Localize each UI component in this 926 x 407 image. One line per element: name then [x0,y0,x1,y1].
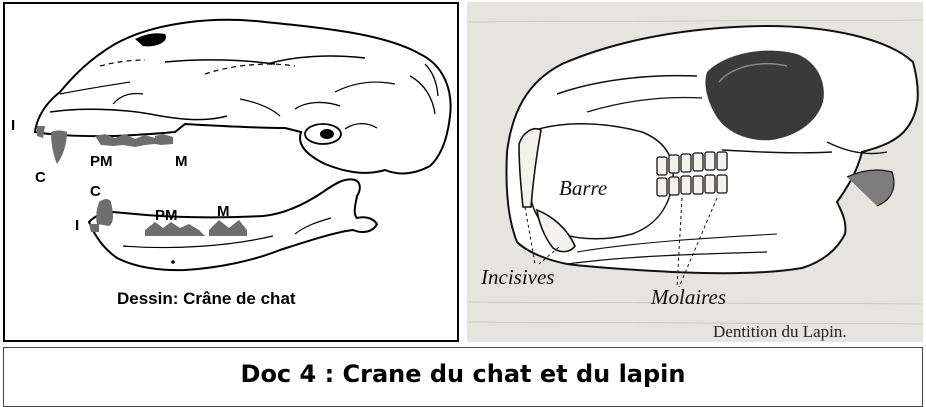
cat-label-upper-molar: M [175,153,188,170]
cat-upper-incisor [37,126,45,138]
cat-lower-canine [96,199,113,226]
cat-upper-molar [155,134,173,145]
rabbit-label-molars: Molaires [650,285,726,309]
cat-drawing-title: Dessin: Crâne de chat [117,289,296,308]
rabbit-label-incisors: Incisives [480,265,554,289]
caption-box: Doc 4 : Crane du chat et du lapin [3,347,923,407]
cat-label-lower-incisor: I [75,217,79,234]
cat-skull-panel: I C PM M C I PM M Dessin: Crâne de chat [3,2,459,342]
cat-label-upper-premolar: PM [90,153,113,170]
cat-upper-premolars [95,134,155,147]
rabbit-label-gap: Barre [559,176,607,200]
cat-label-lower-molar: M [217,203,230,220]
cat-label-upper-incisor: I [11,117,15,134]
cat-upper-canine [51,131,67,165]
cat-lower-incisor [89,224,99,232]
rabbit-skull-panel: Barre Incisives Molaires Dentition du La… [467,2,923,342]
cat-skull-drawing: I C PM M C I PM M Dessin: Crâne de chat [5,4,457,340]
rabbit-skull-engraving: Barre Incisives Molaires Dentition du La… [467,2,923,342]
cat-label-upper-canine: C [35,169,46,186]
rabbit-drawing-title: Dentition du Lapin. [713,322,847,341]
cat-mandible-outline [89,179,377,270]
cat-label-lower-premolar: PM [155,207,178,224]
cat-lower-premolars [145,222,205,236]
cat-cranium-outline [35,20,451,174]
cat-lower-molar [209,220,247,236]
cat-label-lower-canine: C [90,183,101,200]
document-caption: Doc 4 : Crane du chat et du lapin [241,360,686,388]
